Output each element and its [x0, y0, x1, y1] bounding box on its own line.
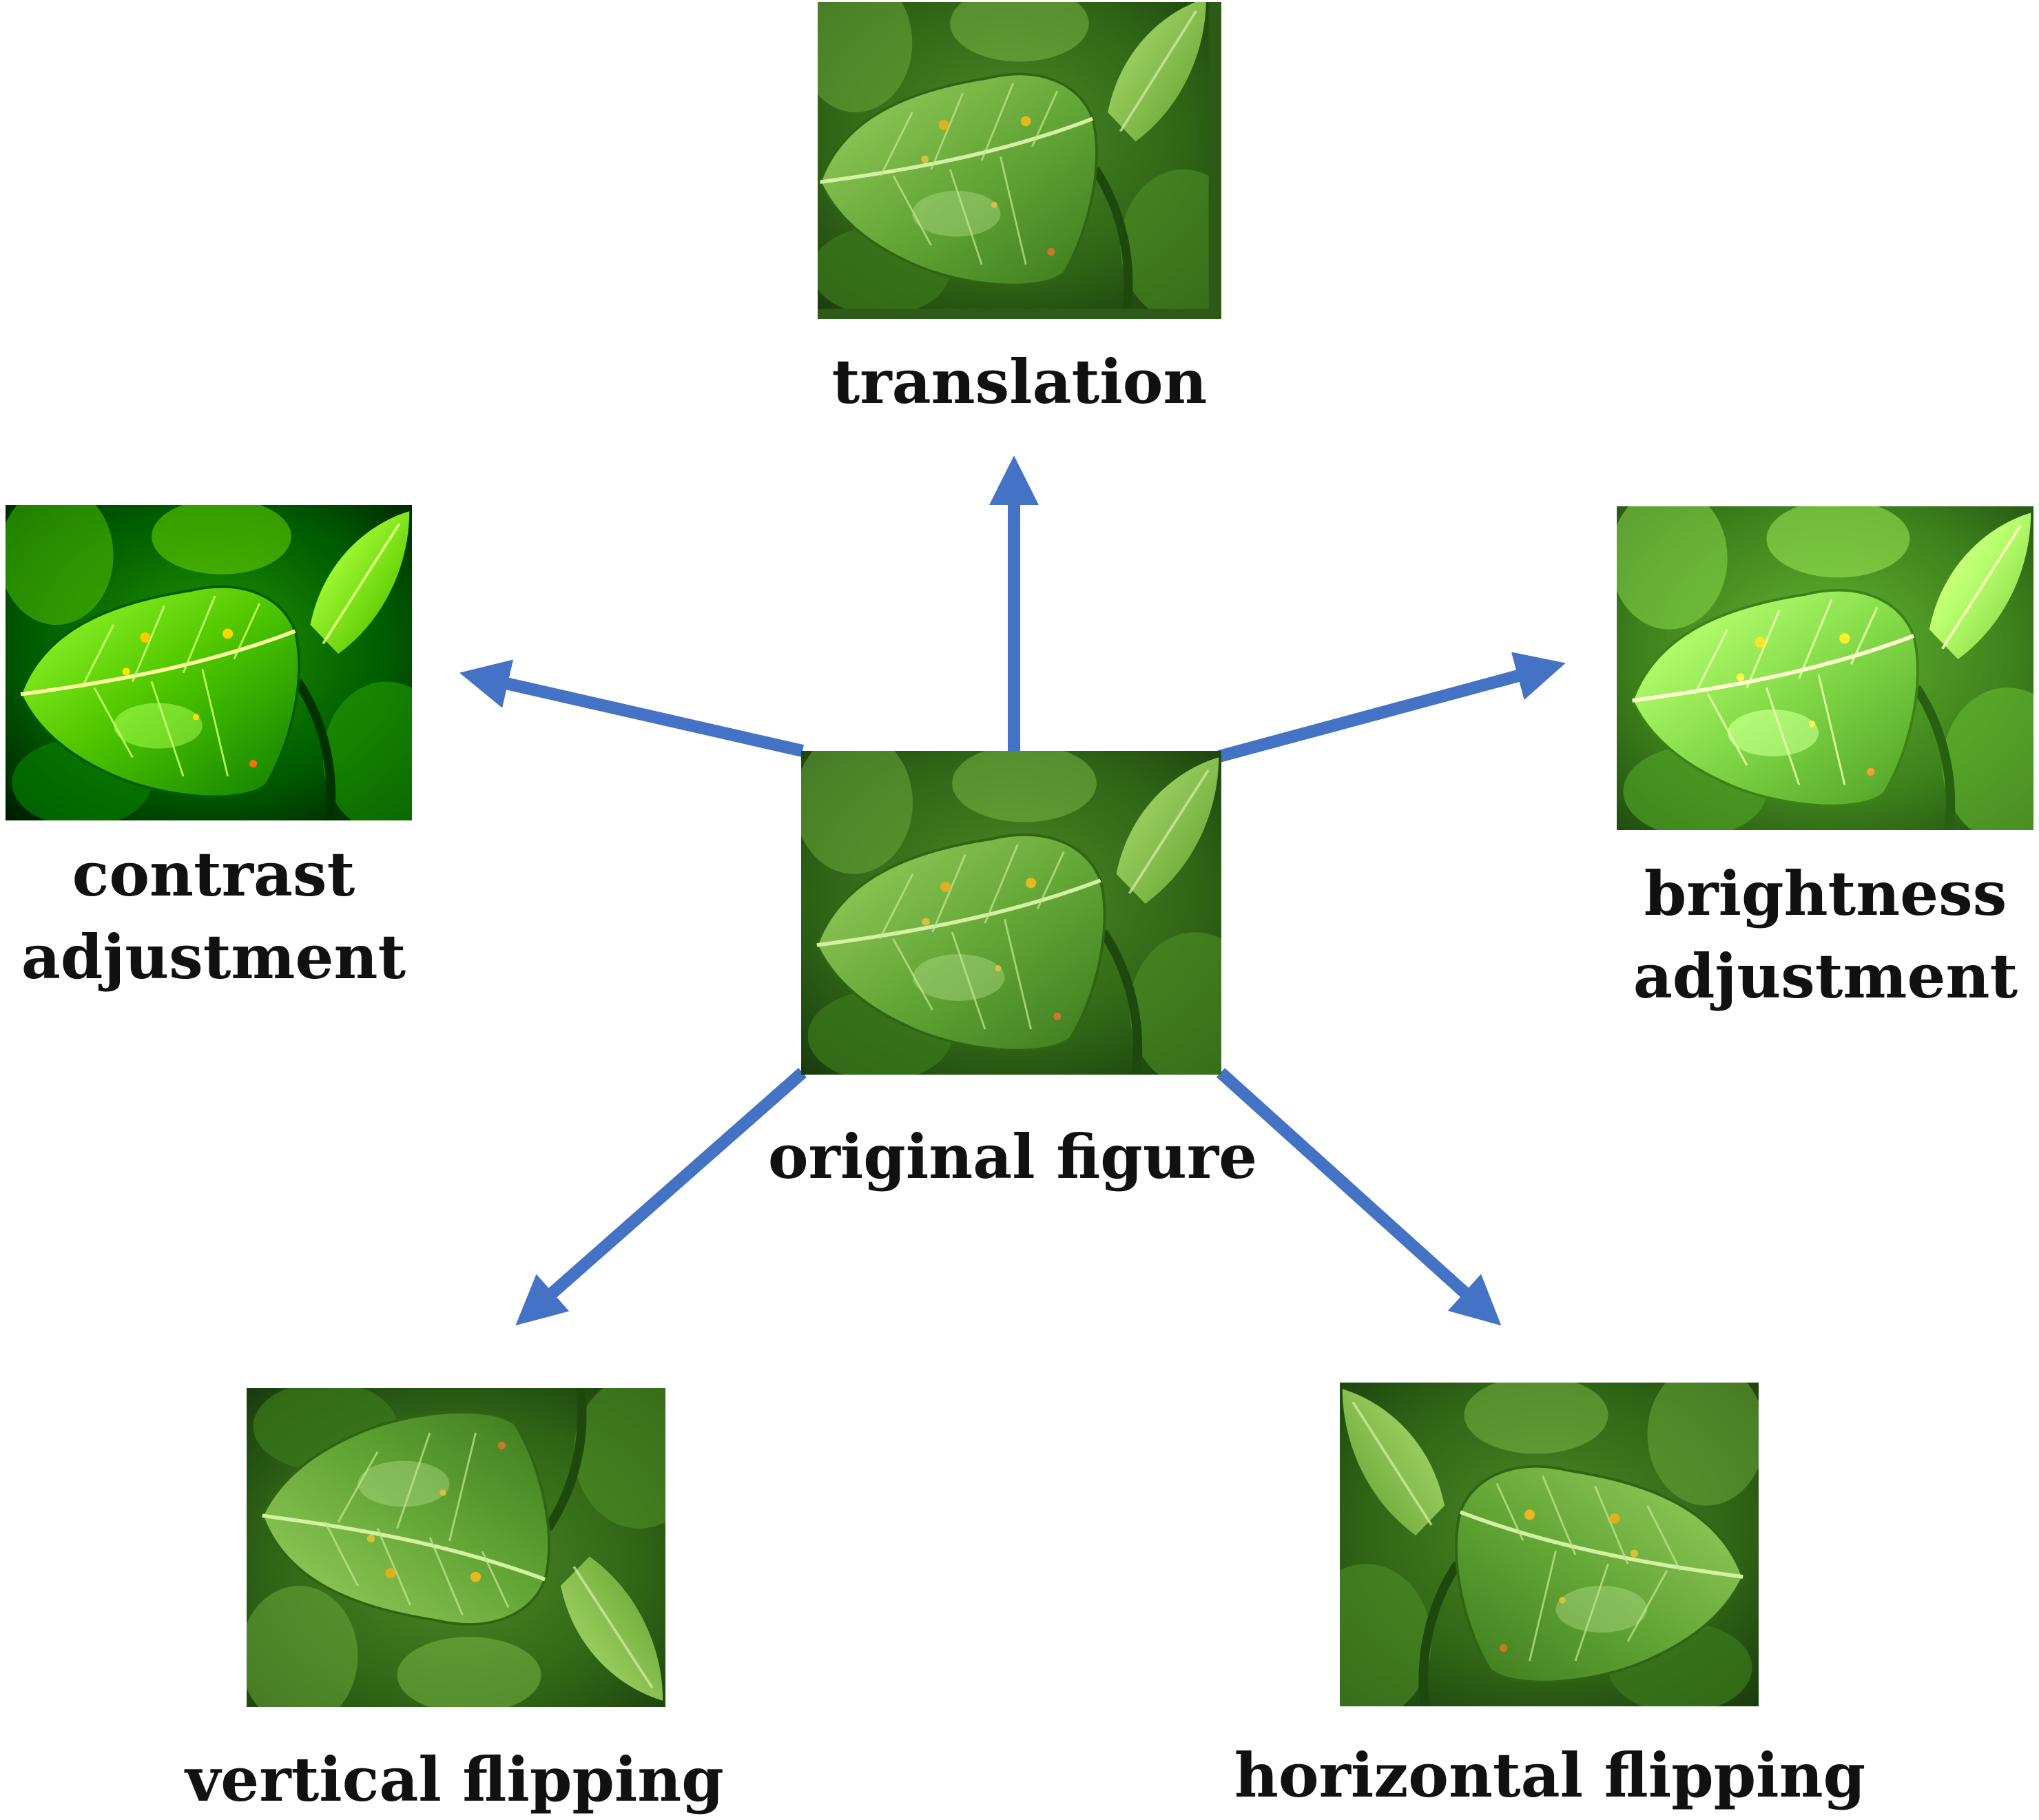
leaf-photo-original: [801, 751, 1221, 1075]
arrow-to-vertical: [515, 1068, 807, 1326]
label-brightness-line2: adjustment: [1633, 940, 2018, 1012]
label-horizontal: horizontal flipping: [1234, 1739, 1866, 1811]
arrow-to-brightness: [1217, 652, 1566, 763]
leaf-photo-translated: [818, 2, 1221, 319]
arrow-to-contrast: [459, 659, 804, 757]
label-brightness-line1: brightness: [1644, 858, 2007, 929]
leaf-photo-vertically-flipped: [247, 1388, 665, 1707]
label-original: original figure: [767, 1121, 1258, 1192]
label-translation: translation: [831, 346, 1208, 417]
label-contrast-line2: adjustment: [21, 921, 406, 993]
arrow-to-horizontal: [1216, 1068, 1502, 1326]
label-contrast-line1: contrast: [72, 838, 355, 910]
leaf-photo-brightened: [1617, 506, 2033, 830]
label-vertical: vertical flipping: [185, 1744, 724, 1815]
leaf-photo-horizontally-flipped: [1340, 1383, 1759, 1706]
leaf-photo-high-contrast: [6, 505, 412, 820]
